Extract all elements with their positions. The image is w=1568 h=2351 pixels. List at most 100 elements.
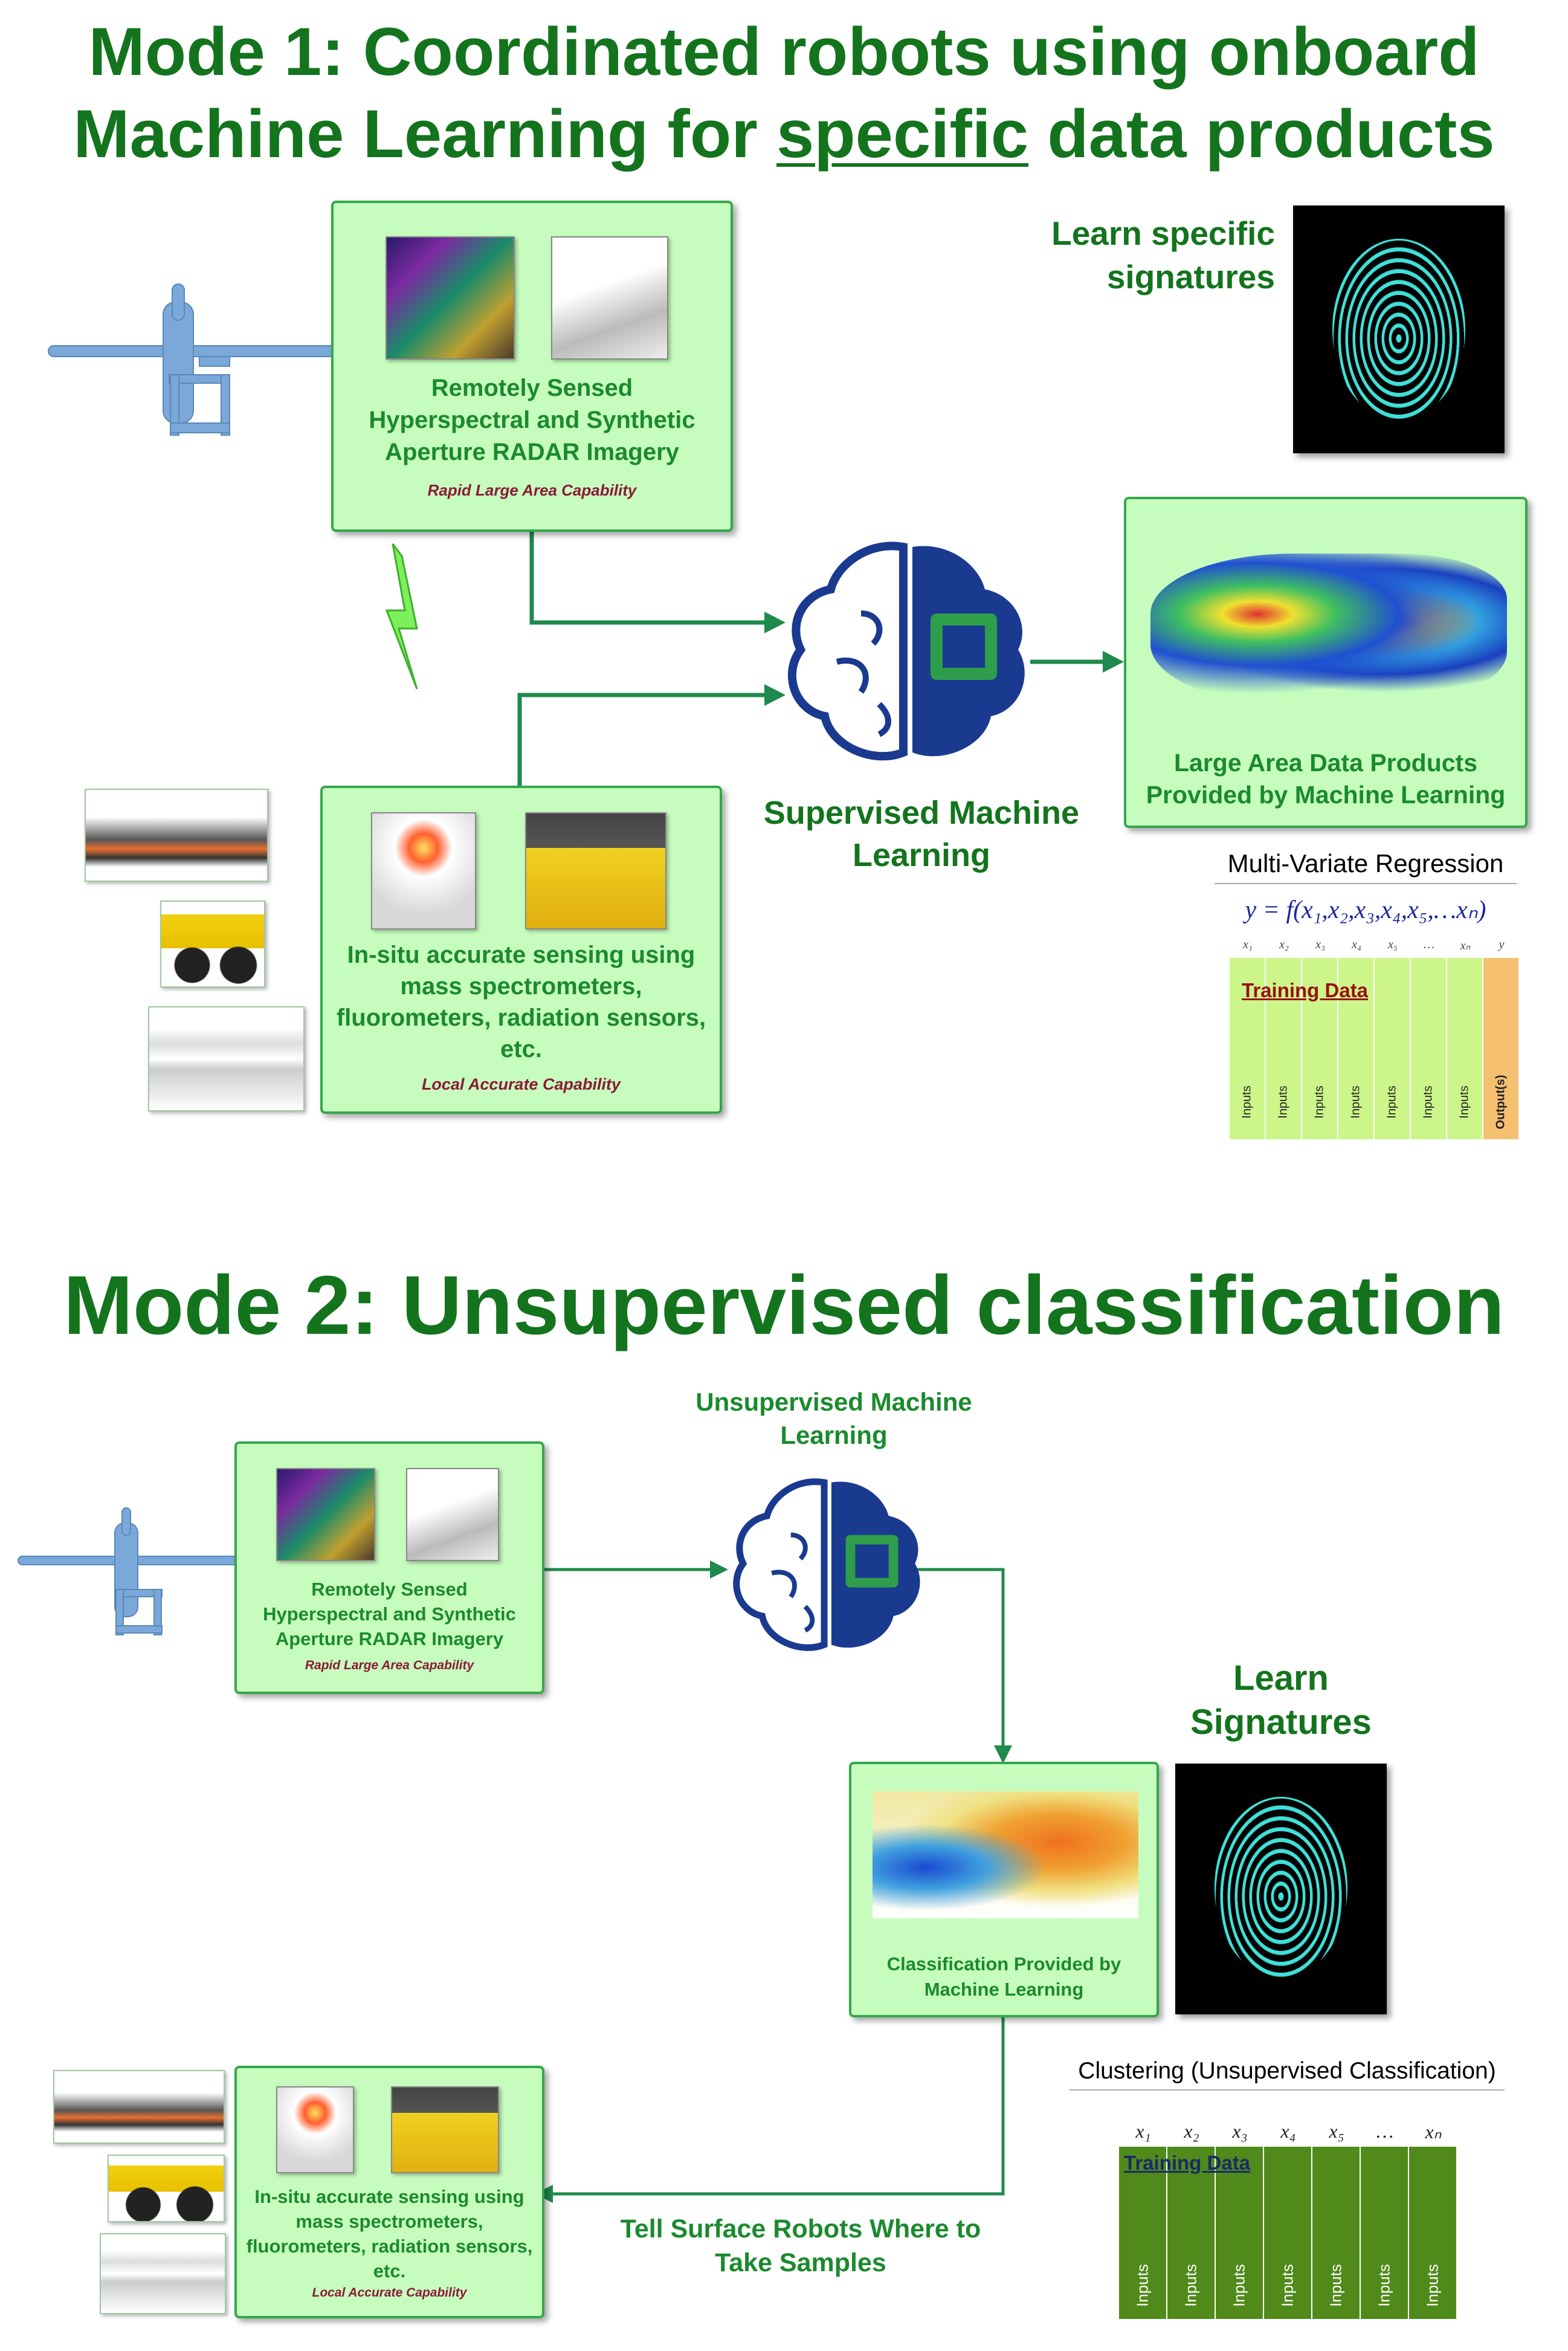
classification-box-text: Classification Provided by Machine Learn…	[886, 1953, 1121, 2000]
table-header-cell: x₄	[1352, 938, 1361, 951]
remote-sensing-box-2: Remotely Sensed Hyperspectral and Synthe…	[234, 1441, 544, 1694]
table-column-label: Inputs	[1240, 1085, 1254, 1119]
table-column-label: Inputs	[1312, 1085, 1326, 1119]
table-column-label: Output(s)	[1494, 1075, 1508, 1130]
remote-box-text-2: Remotely Sensed Hyperspectral and Synthe…	[263, 1579, 516, 1649]
fingerprint-image	[1293, 205, 1505, 453]
table-column: Inputs	[1447, 958, 1483, 1139]
insitu-box-caption: Local Accurate Capability	[421, 1075, 621, 1093]
radiation-sensor-image-2	[391, 2086, 499, 2173]
mode1-title-line2: Machine Learning for specific data produ…	[0, 93, 1568, 175]
sar-diagram-image	[551, 236, 668, 360]
table-column: Inputs	[1264, 2147, 1312, 2319]
table-header-cell: x₂	[1184, 2120, 1199, 2142]
legged-robot-image-2	[100, 2233, 226, 2314]
table-column-label: Inputs	[1423, 2264, 1442, 2307]
drone-icon	[48, 283, 351, 436]
table-column: Inputs	[1312, 2147, 1361, 2319]
brain-chip-icon	[782, 541, 1033, 771]
mode1-arrowheads	[764, 612, 1124, 706]
sar-diagram-image-2	[406, 1468, 499, 1561]
mode1-title-pre: Machine Learning for	[73, 96, 776, 172]
insitu-box-2: In-situ accurate sensing using mass spec…	[234, 2066, 544, 2318]
ground-robot-image-2	[108, 2155, 225, 2222]
tell-surface-robots-label: Tell Surface Robots Where to Take Sample…	[620, 2214, 981, 2277]
table-column-label: Inputs	[1375, 2264, 1393, 2307]
table-column-label: Inputs	[1457, 1085, 1471, 1119]
table-header-cell: …	[1424, 938, 1434, 951]
hyperspectral-image	[386, 236, 515, 360]
brain-chip-icon-2	[728, 1478, 928, 1659]
table-header-cell: …	[1376, 2120, 1394, 2142]
table-header-cell: x₅	[1388, 938, 1398, 951]
data-products-box: Large Area Data Products Provided by Mac…	[1124, 497, 1528, 828]
mode1-title-line1: Mode 1: Coordinated robots using onboard	[88, 14, 1480, 89]
remote-sensing-box: Remotely Sensed Hyperspectral and Synthe…	[331, 201, 733, 532]
table-column: Output(s)	[1483, 958, 1520, 1139]
table-column: Inputs	[1338, 958, 1375, 1139]
insitu-box-text: In-situ accurate sensing using mass spec…	[336, 942, 706, 1062]
remote-box-text: Remotely Sensed Hyperspectral and Synthe…	[369, 375, 695, 465]
table-column-label: Inputs	[1349, 1085, 1363, 1119]
regression-equation: y = f(x₁,x₂,x₃,x₄,x₅,…xₙ)	[1245, 896, 1486, 924]
table-header-cell: x₄	[1280, 2120, 1296, 2142]
classification-map-image	[873, 1791, 1138, 1918]
table-column: Inputs	[1411, 958, 1447, 1139]
unsupervised-ml-label: Unsupervised Machine Learning	[695, 1388, 972, 1449]
table-header-cell: x₃	[1232, 2120, 1248, 2142]
table-column: Inputs	[1375, 958, 1411, 1139]
table-header-cell: y	[1499, 938, 1505, 951]
remote-box-caption-2: Rapid Large Area Capability	[305, 1658, 474, 1672]
insitu-box: In-situ accurate sensing using mass spec…	[320, 786, 722, 1114]
table-column-label: Inputs	[1133, 2264, 1152, 2307]
fingerprint-image-2	[1175, 1764, 1387, 2014]
drone-icon-2	[18, 1507, 248, 1635]
mode2-arrows	[544, 1568, 1005, 2196]
learn-signatures-label: Learn Signatures	[1190, 1658, 1372, 1742]
table-column-label: Inputs	[1385, 1085, 1399, 1119]
table-header-cell: x₂	[1279, 938, 1289, 951]
regression-headers: x₁ x₂ x₃ x₄ x₅ … xₙ y	[1230, 938, 1520, 956]
table-column: Inputs	[1266, 958, 1302, 1139]
table-column-label: Inputs	[1230, 2264, 1248, 2307]
table-column: Inputs	[1216, 2147, 1264, 2319]
fluorometer-image-2	[276, 2086, 354, 2173]
mode1-title-post: data products	[1028, 96, 1495, 172]
lightning-icon	[385, 543, 418, 690]
legged-robot-image	[148, 1006, 305, 1111]
products-box-text: Large Area Data Products Provided by Mac…	[1146, 749, 1506, 809]
boat-robot-image	[85, 789, 268, 882]
ground-robot-image	[160, 901, 265, 988]
table-header-cell: x₅	[1329, 2120, 1344, 2142]
table-header-cell: x₁	[1135, 2120, 1151, 2142]
classification-box: Classification Provided by Machine Learn…	[849, 1762, 1159, 2017]
mode1-title-emph: specific	[776, 96, 1029, 172]
radiation-sensor-image	[525, 812, 666, 930]
hyperspectral-image-2	[276, 1468, 375, 1561]
table-header-cell: x₁	[1243, 938, 1253, 951]
learn-specific-signatures-label: Learn specific signatures	[1051, 215, 1275, 296]
table-column: Inputs	[1230, 958, 1266, 1139]
table-header-cell: xₙ	[1460, 939, 1471, 952]
fluorometer-image	[371, 812, 476, 930]
table-header-cell: x₃	[1315, 938, 1325, 951]
table-column: Inputs	[1302, 958, 1338, 1139]
table-column: Inputs	[1409, 2147, 1457, 2319]
mode1-title: Mode 1: Coordinated robots using onboard…	[0, 11, 1568, 175]
remote-box-caption: Rapid Large Area Capability	[427, 481, 637, 499]
table-column-label: Inputs	[1181, 2264, 1200, 2307]
table-column-label: Inputs	[1278, 2264, 1297, 2307]
world-map-image	[1150, 554, 1507, 705]
table-column-label: Inputs	[1276, 1085, 1290, 1119]
boat-robot-image-2	[53, 2070, 225, 2144]
mode2-title: Mode 2: Unsupervised classification	[63, 1259, 1505, 1352]
table-column: Inputs	[1119, 2147, 1167, 2319]
clustering-training-label: Training Data	[1124, 2152, 1251, 2174]
insitu-box-caption-2: Local Accurate Capability	[312, 2286, 467, 2300]
table-column: Inputs	[1167, 2147, 1216, 2319]
table-column: Inputs	[1361, 2147, 1409, 2319]
